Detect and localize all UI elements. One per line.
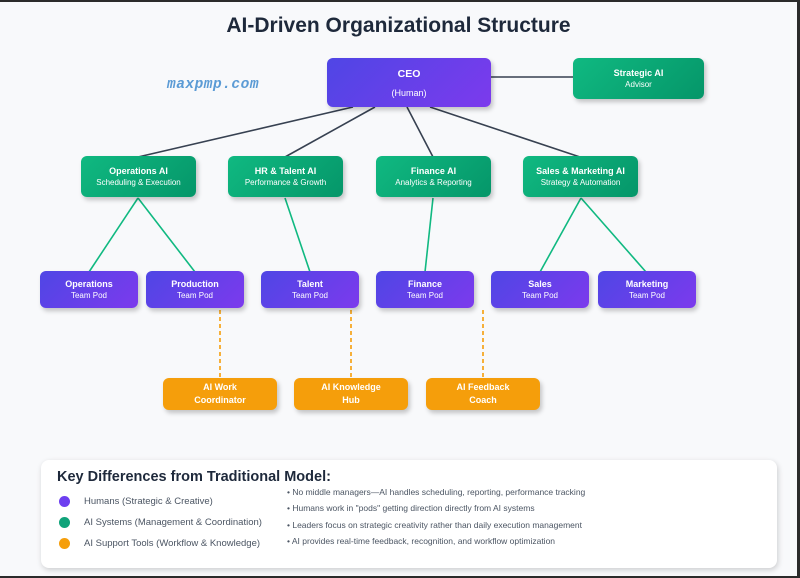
node-title-line1: AI Work xyxy=(203,382,237,392)
connector-financeai-finance xyxy=(424,197,434,273)
orange-dot-icon xyxy=(59,538,70,549)
node-title: Sales xyxy=(528,278,552,289)
node-subtitle: Team Pod xyxy=(70,290,108,300)
node-pod-operations: Operations Team Pod xyxy=(40,271,138,308)
legend-item-humans: Humans (Strategic & Creative) xyxy=(59,496,213,507)
legend-label: Humans (Strategic & Creative) xyxy=(84,496,213,507)
node-title-line2: Hub xyxy=(342,395,360,405)
connector-salesai-marketing xyxy=(580,197,647,273)
node-pod-finance: Finance Team Pod xyxy=(376,271,474,308)
legend-item-ai-tools: AI Support Tools (Workflow & Knowledge) xyxy=(59,538,260,549)
connector-ceo-finance-ai xyxy=(406,106,434,158)
node-title-line2: Coordinator xyxy=(194,395,246,405)
node-pod-marketing: Marketing Team Pod xyxy=(598,271,696,308)
node-title-line1: AI Feedback xyxy=(456,382,510,392)
node-ceo: CEO (Human) xyxy=(327,58,491,107)
node-subtitle: Performance & Growth xyxy=(244,177,327,187)
node-subtitle: Analytics & Reporting xyxy=(395,177,472,187)
key-differences-panel: Key Differences from Traditional Model: … xyxy=(41,460,777,568)
node-title: Operations xyxy=(65,278,113,289)
node-ai-feedback-coach: AI Feedback Coach xyxy=(426,378,540,410)
legend-label: AI Support Tools (Workflow & Knowledge) xyxy=(84,538,261,549)
node-subtitle: Team Pod xyxy=(406,290,444,300)
legend-label: AI Systems (Management & Coordination) xyxy=(84,517,262,528)
node-operations-ai: Operations AI Scheduling & Execution xyxy=(81,156,196,197)
node-subtitle: Team Pod xyxy=(521,290,559,300)
node-title: Finance AI xyxy=(410,165,457,176)
node-subtitle: (Human) xyxy=(391,87,427,98)
connector-opsai-production xyxy=(137,197,196,273)
node-subtitle: Advisor xyxy=(625,79,652,89)
node-title: Finance xyxy=(407,278,442,289)
watermark: maxpmp.com xyxy=(167,77,260,93)
node-title: Marketing xyxy=(625,278,669,289)
legend-item-ai-systems: AI Systems (Management & Coordination) xyxy=(59,517,262,528)
node-pod-talent: Talent Team Pod xyxy=(261,271,359,308)
node-title: Production xyxy=(171,278,219,289)
node-strategic-ai-advisor: Strategic AI Advisor xyxy=(573,58,704,99)
node-title: CEO xyxy=(397,67,421,80)
node-hr-talent-ai: HR & Talent AI Performance & Growth xyxy=(228,156,343,197)
diagram-title: AI-Driven Organizational Structure xyxy=(226,14,571,37)
node-pod-sales: Sales Team Pod xyxy=(491,271,589,308)
connector-opsai-operations xyxy=(88,197,139,273)
node-subtitle: Team Pod xyxy=(291,290,329,300)
connector-ceo-operations-ai xyxy=(137,106,354,158)
key-difference-bullet: • AI provides real-time feedback, recogn… xyxy=(287,536,556,546)
node-finance-ai: Finance AI Analytics & Reporting xyxy=(376,156,491,197)
node-ai-work-coordinator: AI Work Coordinator xyxy=(163,378,277,410)
node-subtitle: Team Pod xyxy=(628,290,666,300)
node-sales-marketing-ai: Sales & Marketing AI Strategy & Automati… xyxy=(523,156,638,197)
node-subtitle: Team Pod xyxy=(176,290,214,300)
node-ai-knowledge-hub: AI Knowledge Hub xyxy=(294,378,408,410)
key-difference-bullet: • Leaders focus on strategic creativity … xyxy=(287,520,582,530)
node-title-line2: Coach xyxy=(469,395,497,405)
purple-dot-icon xyxy=(59,496,70,507)
node-pod-production: Production Team Pod xyxy=(146,271,244,308)
node-title: Operations AI xyxy=(109,165,168,176)
node-title: HR & Talent AI xyxy=(254,165,317,176)
connector-hrai-talent xyxy=(284,197,311,273)
connector-ceo-hr-ai xyxy=(284,106,376,158)
node-title: Talent xyxy=(297,278,323,289)
key-difference-bullet: • Humans work in "pods" getting directio… xyxy=(287,503,535,513)
node-subtitle: Scheduling & Execution xyxy=(96,177,181,187)
node-title: Sales & Marketing AI xyxy=(536,165,625,176)
node-subtitle: Strategy & Automation xyxy=(540,177,621,187)
key-difference-bullet: • No middle managers—AI handles scheduli… xyxy=(287,487,586,497)
node-title-line1: AI Knowledge xyxy=(321,382,381,392)
connector-salesai-sales xyxy=(539,197,582,273)
connector-ceo-sales-ai xyxy=(429,106,581,158)
legend-title: Key Differences from Traditional Model: xyxy=(57,469,331,485)
green-dot-icon xyxy=(59,517,70,528)
node-title: Strategic AI xyxy=(613,67,664,78)
